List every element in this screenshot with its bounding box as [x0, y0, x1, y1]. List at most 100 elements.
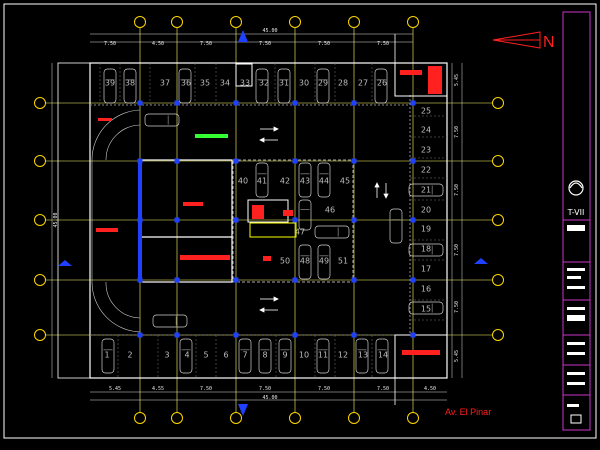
dimension-text: 7.50	[454, 184, 460, 196]
parking-number: 41	[257, 177, 267, 186]
ramp-arc-lower	[91, 281, 141, 333]
parking-number: 48	[300, 257, 310, 266]
grid-bubble-right	[492, 97, 504, 109]
grid-bubble-top	[348, 16, 360, 28]
dimension-text: 7.50	[318, 41, 330, 47]
arrow-south-head	[383, 193, 389, 199]
grid-bubble-top	[171, 16, 183, 28]
sheet-border	[3, 3, 597, 439]
structural-column	[233, 158, 239, 164]
parking-number: 18	[421, 245, 431, 254]
dimension-text: 5.45	[454, 350, 460, 362]
parking-number: 19	[421, 225, 431, 234]
structural-column	[292, 277, 298, 283]
parking-number: 36	[181, 79, 191, 88]
parking-number: 12	[338, 351, 348, 360]
arrow-east-1-head	[273, 126, 279, 132]
structural-column	[233, 277, 239, 283]
parking-number: 28	[338, 79, 348, 88]
elevator-shaft	[235, 63, 253, 87]
title-detail-5	[567, 307, 585, 310]
parking-number: 22	[421, 166, 431, 175]
grid-bubble-bottom	[134, 412, 146, 424]
parking-number: 10	[299, 351, 309, 360]
parking-number: 8	[262, 351, 267, 360]
parked-car	[101, 338, 115, 374]
dimension-annotations: 45.00 4.50 7.50 7.50 7.50 7.50 7.50 5.45 4.55 7.5…	[53, 28, 460, 401]
green-marker	[195, 134, 228, 138]
structural-column	[351, 217, 357, 223]
parked-car	[255, 68, 269, 104]
parking-number: 34	[220, 79, 230, 88]
grid-bubble-bottom	[348, 412, 360, 424]
title-detail-8	[567, 352, 585, 355]
parking-number: 31	[279, 79, 289, 88]
parking-number: 25	[421, 107, 431, 116]
parked-car	[408, 243, 444, 257]
parking-number: 51	[338, 257, 348, 266]
section-arrow-bottom	[238, 404, 248, 416]
parked-car	[123, 68, 137, 104]
dimension-text: 4.55	[152, 386, 164, 392]
grid-bubble-left	[34, 274, 46, 286]
structural-column	[292, 332, 298, 338]
grid-bubble-right	[492, 214, 504, 226]
grid-bubble-top	[230, 16, 242, 28]
parked-car	[255, 162, 269, 198]
dimension-text: 7.50	[200, 41, 212, 47]
parked-car	[314, 225, 350, 239]
parked-car	[375, 338, 389, 374]
parked-car	[152, 314, 188, 328]
parking-number: 1	[104, 351, 109, 360]
structural-column	[174, 158, 180, 164]
parking-number: 38	[125, 79, 135, 88]
parked-car	[408, 183, 444, 197]
section-arrow-left	[58, 260, 72, 266]
parked-car	[178, 68, 192, 104]
parked-car	[408, 301, 444, 315]
parking-number: 21	[421, 186, 431, 195]
structural-column	[174, 277, 180, 283]
section-arrow-right	[474, 258, 488, 264]
structural-column	[233, 217, 239, 223]
dimension-text: 7.50	[200, 386, 212, 392]
title-detail-2	[567, 268, 585, 271]
dimension-text: 4.50	[424, 386, 436, 392]
parked-car	[179, 338, 193, 374]
dimension-text: 7.50	[377, 386, 389, 392]
parked-car	[316, 68, 330, 104]
dimension-text: 45.00	[262, 28, 277, 34]
parking-number: 6	[223, 351, 228, 360]
parking-number: 26	[377, 79, 387, 88]
ramp-arc-lower-inner	[105, 281, 141, 319]
structural-column	[292, 158, 298, 164]
red-marker-10	[428, 66, 442, 94]
outer-dimension-frame	[57, 62, 91, 379]
parking-number: 15	[421, 305, 431, 314]
parking-number: 24	[421, 126, 431, 135]
title-detail-6	[567, 315, 585, 321]
structural-column	[410, 100, 416, 106]
structural-column	[410, 217, 416, 223]
arrow-north-head	[374, 182, 380, 188]
north-label: N	[543, 34, 555, 51]
section-bar-left	[138, 160, 142, 282]
dimension-text: 7.50	[454, 301, 460, 313]
parking-number: 32	[259, 79, 269, 88]
parking-number: 39	[105, 79, 115, 88]
dimension-text: 45.00	[53, 212, 59, 227]
structural-column	[410, 158, 416, 164]
grid-bubble-top	[407, 16, 419, 28]
grid-bubble-left	[34, 155, 46, 167]
parking-number: 42	[280, 177, 290, 186]
parked-car	[316, 338, 330, 374]
dimension-text: 7.50	[454, 126, 460, 138]
ramp-arc-upper-inner	[105, 124, 141, 161]
title-detail-11	[567, 404, 579, 407]
core-island-left	[139, 159, 233, 283]
dimension-text: 7.50	[454, 244, 460, 256]
red-marker-7	[96, 228, 118, 232]
title-detail-7	[567, 342, 585, 345]
parking-number: 30	[299, 79, 309, 88]
street-label: Av. El Pinar	[445, 407, 491, 417]
